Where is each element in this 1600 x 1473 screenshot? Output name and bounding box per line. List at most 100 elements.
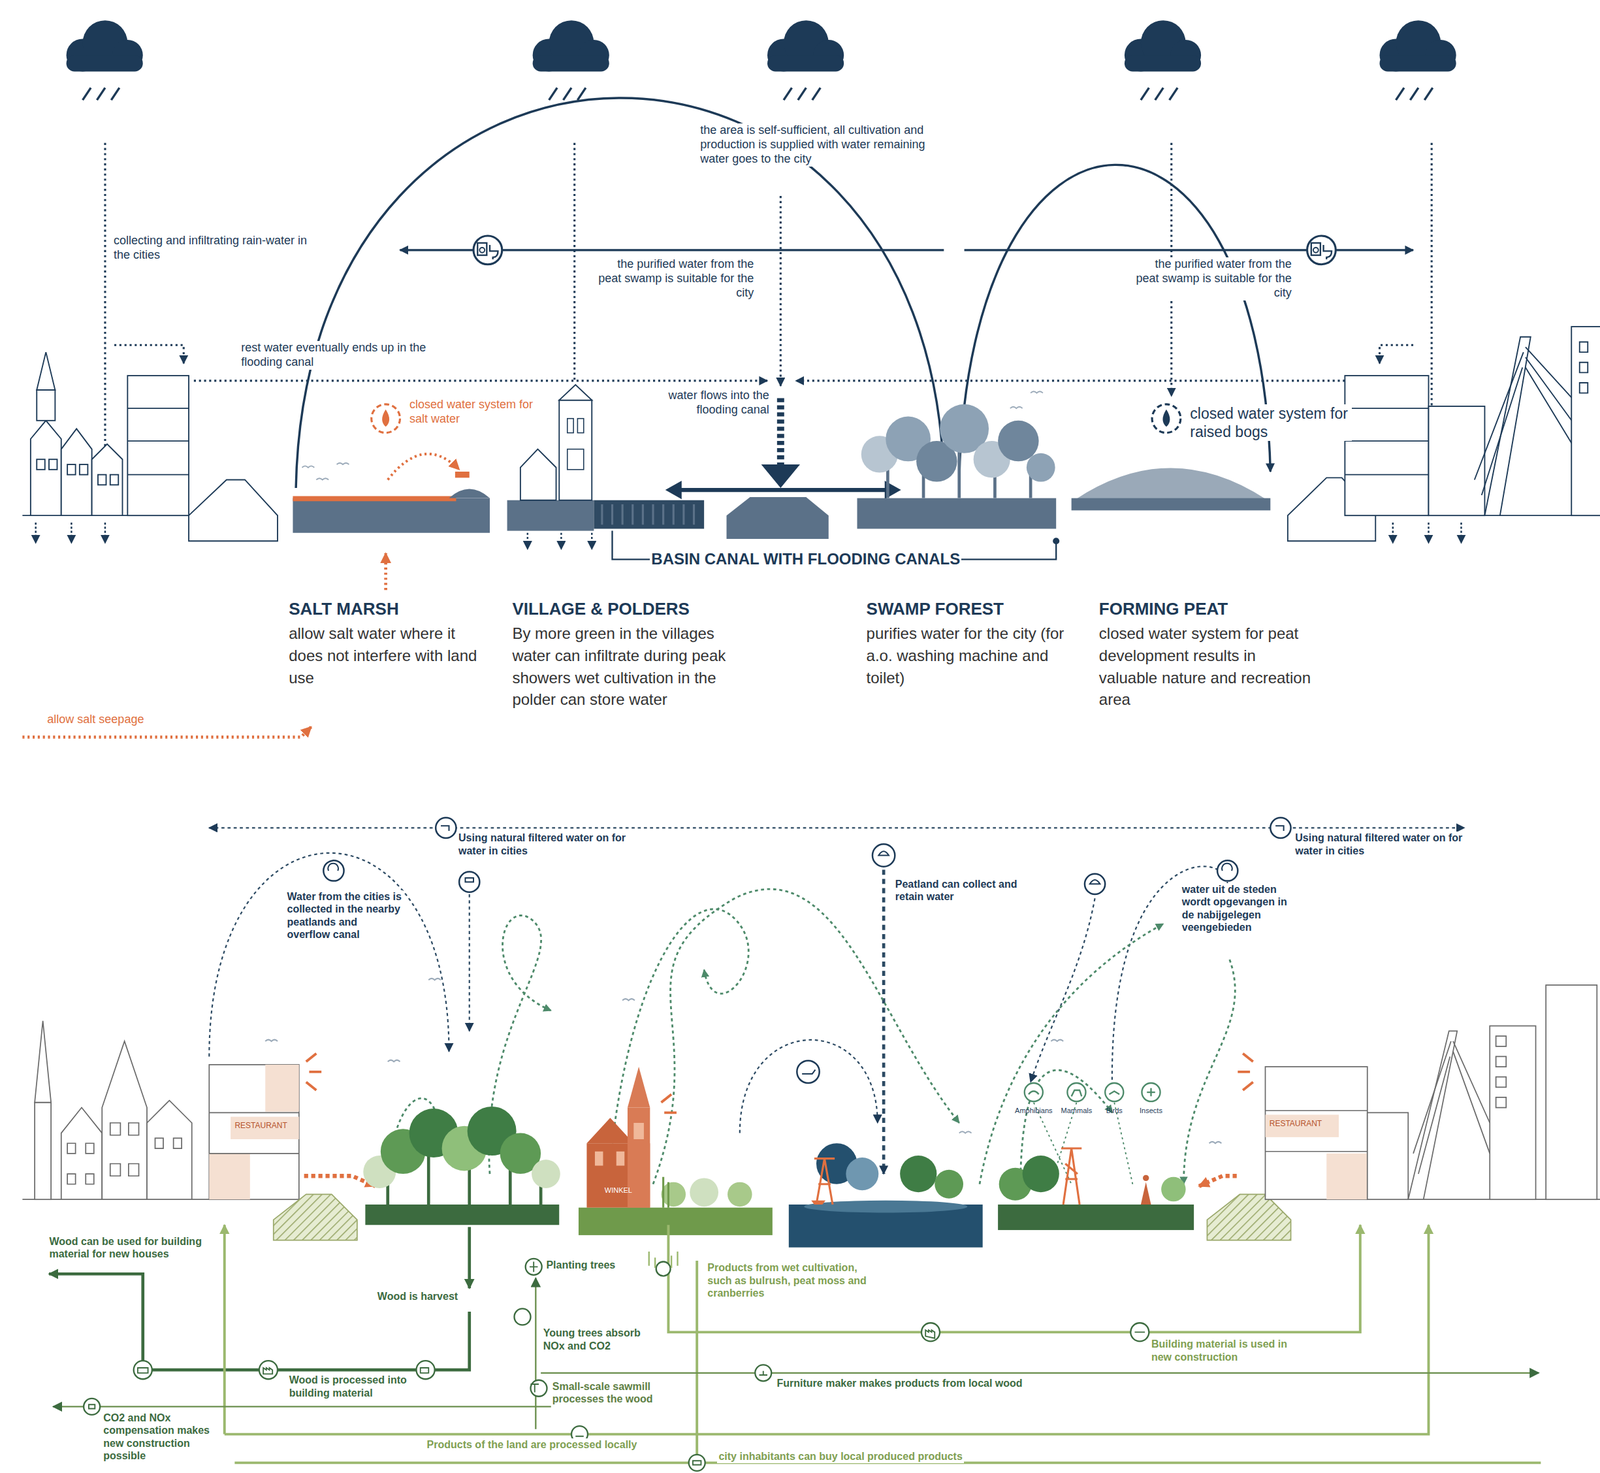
chain-icons [83,1398,100,1415]
right-city-bottom [1545,984,1597,1200]
peat-ground [1142,1174,1149,1181]
seepage-arrows [560,532,563,550]
zone-heading: SWAMP FOREST [866,598,1066,621]
building-sign: RESTAURANT [1269,1118,1322,1129]
wood-chain [48,1273,470,1370]
appliance-icons [479,247,485,253]
peat-ground [1161,1176,1186,1202]
peat-ground [1022,1155,1060,1192]
right-city-bottom [1496,1035,1507,1107]
salt-marsh-ground [382,409,390,428]
chain-icons [514,1308,531,1325]
supply-arcs [295,97,1414,488]
annotation: the purified water from the peat swamp i… [596,257,755,301]
appliance-icons [473,235,503,265]
village-ground [663,1176,669,1208]
ecology-flows [1184,959,1236,1184]
annotation: Peatland can collect and retain water [894,877,1047,904]
peat-ground [997,1204,1194,1230]
wood-chain [467,1226,471,1288]
annotation: Young trees absorb NOx and CO2 [542,1326,660,1352]
product-chain [224,1224,1429,1434]
seepage-arrows [591,532,593,550]
rain-clouds [767,20,844,100]
swamp-forest-ground [997,420,1040,462]
rain-flow-lines [573,143,576,381]
left-city-bottom [34,1102,51,1200]
raised-bog-ground [1152,404,1181,433]
water-icons [435,817,456,838]
appliance-icons [1323,244,1333,260]
lake-ground [934,1169,964,1199]
flooding-canal [726,496,829,539]
village-ground [627,1066,650,1108]
right-city-bottom [1206,1193,1291,1240]
rain-clouds [66,20,1457,100]
annotation: Using natural filtered water on for wate… [1293,831,1472,857]
legend-sample [22,726,311,738]
water-icons [327,825,1284,1074]
section-label: BASIN CANAL WITH FLOODING CANALS [649,549,962,569]
peat-ground [997,1148,1194,1230]
peat-ground [1061,1148,1082,1205]
left-city-bottom [67,1122,182,1184]
village-ground [594,1122,644,1166]
annotation: the purified water from the peat swamp i… [1135,257,1294,301]
rain-clouds [66,20,144,100]
seepage-arrows [1460,522,1463,543]
left-city-top [79,464,89,475]
lake-ground [814,1158,835,1205]
right-city-bottom [1265,1114,1340,1137]
salt-marsh-ground [371,404,401,433]
village-polder-ground [602,504,695,525]
annotation: Using natural filtered water on for wate… [457,831,636,857]
annotation: closed water system for raised bogs [1188,404,1352,441]
village-ground [586,1117,634,1143]
salt-marsh-ground [302,463,350,480]
salt-marsh-ground [387,453,460,480]
building-sign: WINKEL [604,1185,633,1195]
annotation: Small-scale sawmill processes the wood [551,1379,669,1406]
flooding-canal [678,487,888,492]
legend-sample [22,726,311,738]
lake-ground [803,1200,968,1213]
seepage-arrows [34,522,37,543]
left-city-top [67,464,76,475]
left-city-bottom [146,1100,192,1200]
visitor-arrows [1199,1175,1237,1186]
annotation: Products of the land are processed local… [425,1438,639,1452]
right-city-bottom [1413,1040,1490,1174]
lake-ground [788,1142,983,1247]
left-city-bottom [22,1020,358,1241]
water-cycle-lines [739,1039,878,1134]
left-city-top [48,459,58,470]
flooding-canal [777,397,785,465]
zone-description: By more green in the villages water can … [512,622,732,710]
village-polder-ground [559,400,592,501]
left-city-top [30,420,62,516]
chain-icons [530,1379,548,1397]
annotation: water uit de steden wordt opgevangen in … [1180,882,1301,934]
left-city-top [97,474,107,486]
chain-icons [88,1261,1145,1465]
left-city-top [36,459,46,470]
annotation: Wood can be used for building material f… [47,1234,220,1261]
village-polder-ground [559,384,592,400]
raised-bog-ground [1071,468,1271,503]
alarm-marks [1237,1053,1253,1090]
salt-marsh-ground [292,404,490,590]
rain-flow-lines [193,379,768,382]
landscape-zone: SALT MARSHallow salt water where it does… [288,598,483,689]
right-city-bottom [1489,1025,1536,1200]
right-city-bottom [1326,1153,1368,1200]
village-polder-ground [567,418,574,433]
product-chain [223,1224,226,1434]
birds [265,978,1222,1143]
appliance-icons [1313,247,1319,253]
ecology-flows [979,923,1164,1184]
water-cycle-lines [208,852,449,1057]
salt-marsh-ground [384,553,388,590]
rain-flow-lines [114,344,184,364]
annotation: Wood is processed into building material [288,1373,416,1399]
